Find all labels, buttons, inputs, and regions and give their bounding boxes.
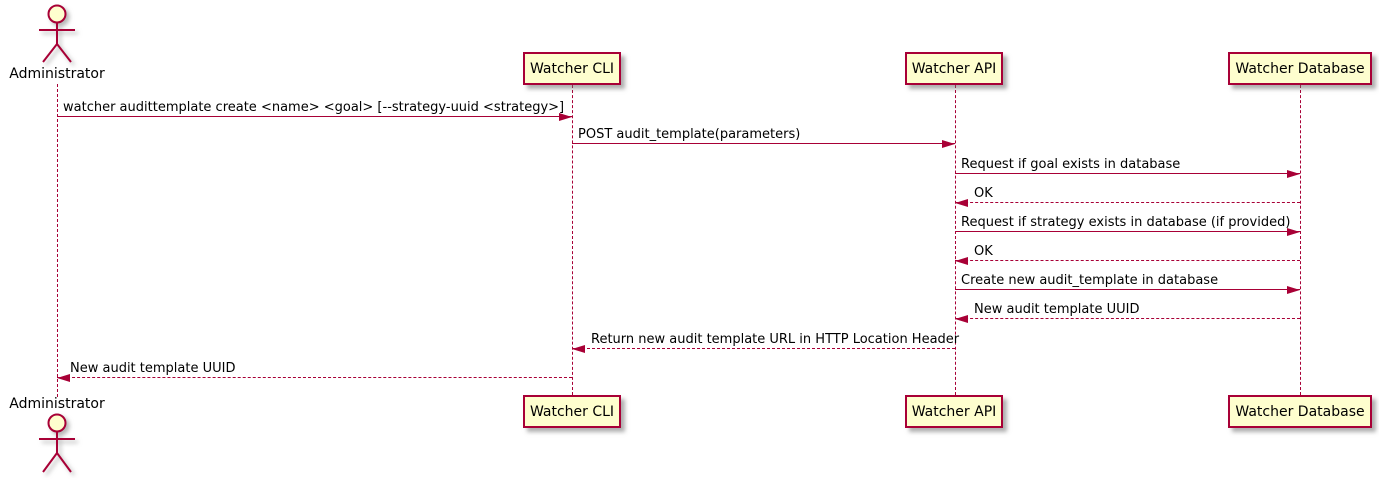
message-post-audit-template: POST audit_template(parameters) [572, 127, 955, 148]
lifeline-watcher-cli [572, 85, 573, 395]
message-request-strategy-exists: Request if strategy exists in database (… [955, 215, 1300, 236]
message-label: Request if strategy exists in database (… [961, 215, 1291, 230]
participant-box-watcher-api-top: Watcher API [905, 52, 1003, 85]
actor-label: Administrator [9, 396, 105, 412]
arrowhead-left-icon [57, 374, 70, 382]
message-new-uuid-from-db: New audit template UUID [955, 302, 1300, 323]
stick-figure-icon [39, 413, 75, 473]
participant-label: Watcher Database [1235, 403, 1365, 420]
participant-box-watcher-cli-bottom: Watcher CLI [523, 395, 621, 428]
participant-box-watcher-api-bottom: Watcher API [905, 395, 1003, 428]
participant-box-watcher-database-top: Watcher Database [1228, 52, 1372, 85]
message-create-audit-template-db: Create new audit_template in database [955, 273, 1300, 294]
message-label: New audit template UUID [70, 361, 236, 376]
actor-administrator-top: Administrator [0, 4, 114, 82]
message-label: watcher audittemplate create <name> <goa… [63, 100, 565, 115]
message-new-uuid-to-admin: New audit template UUID [57, 361, 572, 382]
message-label: OK [974, 186, 993, 201]
message-label: Return new audit template URL in HTTP Lo… [591, 332, 960, 347]
message-line [955, 173, 1300, 174]
message-line [955, 289, 1300, 290]
participant-label: Watcher CLI [529, 60, 615, 77]
arrowhead-right-icon [1287, 170, 1300, 178]
lifeline-watcher-database [1300, 85, 1301, 395]
participant-label: Watcher API [911, 60, 997, 77]
message-line [572, 348, 955, 349]
arrowhead-left-icon [955, 315, 968, 323]
arrowhead-left-icon [955, 257, 968, 265]
message-line [955, 260, 1300, 261]
message-request-goal-exists: Request if goal exists in database [955, 157, 1300, 178]
participant-label: Watcher API [911, 403, 997, 420]
arrowhead-left-icon [955, 199, 968, 207]
participant-box-watcher-database-bottom: Watcher Database [1228, 395, 1372, 428]
arrowhead-right-icon [559, 113, 572, 121]
arrowhead-left-icon [572, 345, 585, 353]
message-create-audittemplate: watcher audittemplate create <name> <goa… [57, 100, 572, 121]
arrowhead-right-icon [1287, 228, 1300, 236]
message-label: OK [974, 244, 993, 259]
arrowhead-right-icon [1287, 286, 1300, 294]
participant-label: Watcher CLI [529, 403, 615, 420]
message-line [955, 231, 1300, 232]
message-line [57, 116, 572, 117]
stick-figure-icon [39, 4, 75, 63]
arrowhead-right-icon [942, 140, 955, 148]
message-line [955, 318, 1300, 319]
message-ok-goal: OK [955, 186, 1300, 207]
message-label: Create new audit_template in database [961, 273, 1219, 288]
message-label: Request if goal exists in database [961, 157, 1181, 172]
message-label: New audit template UUID [974, 302, 1140, 317]
message-label: POST audit_template(parameters) [578, 127, 801, 142]
lifeline-watcher-api [955, 85, 956, 395]
participant-label: Watcher Database [1235, 60, 1365, 77]
lifeline-administrator [57, 84, 58, 397]
participant-box-watcher-cli-top: Watcher CLI [523, 52, 621, 85]
message-ok-strategy: OK [955, 244, 1300, 265]
message-line [572, 143, 955, 144]
actor-label: Administrator [9, 66, 105, 82]
message-return-url-location-header: Return new audit template URL in HTTP Lo… [572, 332, 959, 353]
message-line [955, 202, 1300, 203]
actor-administrator-bottom: Administrator [0, 396, 114, 476]
message-line [57, 377, 572, 378]
